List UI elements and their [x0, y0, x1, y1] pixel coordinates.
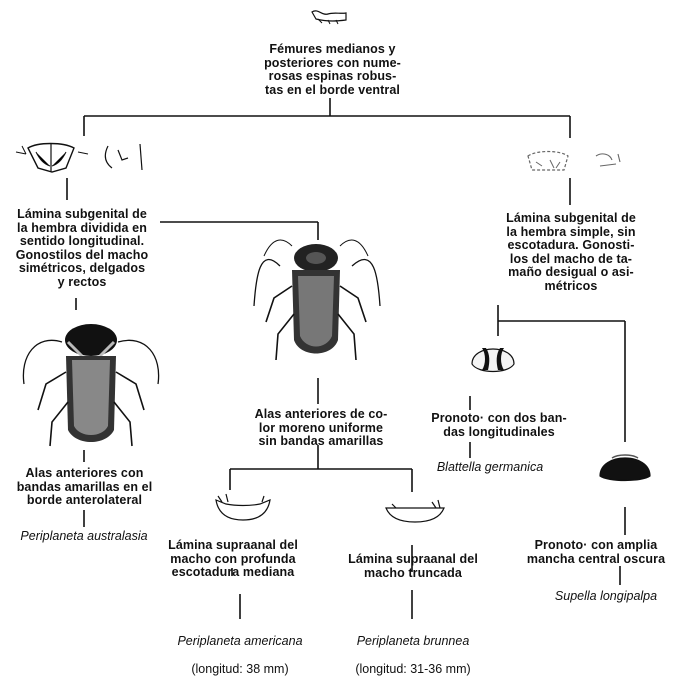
key-right-split-node: Lámina subgenital de la hembra simple, s… — [486, 212, 656, 293]
key-left-split-node: Lámina subgenital de la hembra dividida … — [2, 208, 162, 289]
cockroach-center-illustration — [252, 236, 382, 376]
pronotum-two-bands-sketch — [468, 336, 518, 378]
species-brunnea-length: (longitud: 31-36 mm) — [338, 662, 488, 676]
species-australasiae: Periplaneta australasia — [4, 529, 164, 543]
species-longipalpa: Supella longipalpa — [540, 589, 672, 603]
divided-subgenital-plate-sketch — [8, 138, 158, 178]
species-americana-length: (longitud: 38 mm) — [160, 662, 320, 676]
species-americana-name: Periplaneta americana — [160, 634, 320, 648]
simple-subgenital-plate-sketch — [520, 142, 640, 180]
key-supraanal-truncada-node: Lámina supraanal del macho truncada — [338, 553, 488, 580]
key-alas-amarillas-node: Alas anteriores con bandas amarillas en … — [2, 467, 167, 508]
species-brunnea-name: Periplaneta brunnea — [338, 634, 488, 648]
key-root-node: Fémures medianos y posteriores con nume-… — [230, 43, 435, 97]
key-pronoto-mancha-node: Pronoto· con amplia mancha central oscur… — [520, 539, 672, 566]
supraanal-plate-notched-sketch — [208, 492, 278, 524]
species-germanica: Blattella germanica — [422, 460, 558, 474]
key-pronoto-bandas-node: Pronoto· con dos ban- das longitudinales — [420, 412, 578, 439]
cockroach-left-illustration — [16, 312, 166, 452]
key-supraanal-profunda-node: Lámina supraanal del macho con profunda … — [158, 539, 308, 580]
species-brunnea: Periplaneta brunnea (longitud: 31-36 mm) — [338, 620, 488, 690]
pronotum-central-spot-sketch — [598, 446, 652, 484]
key-alas-moreno-node: Alas anteriores de co- lor moreno unifor… — [238, 408, 404, 449]
supraanal-plate-truncate-sketch — [380, 498, 450, 528]
femur-sketch — [310, 6, 350, 28]
species-americana: Periplaneta americana (longitud: 38 mm) — [160, 620, 320, 690]
dichotomous-key-diagram: Fémures medianos y posteriores con nume-… — [0, 0, 673, 648]
